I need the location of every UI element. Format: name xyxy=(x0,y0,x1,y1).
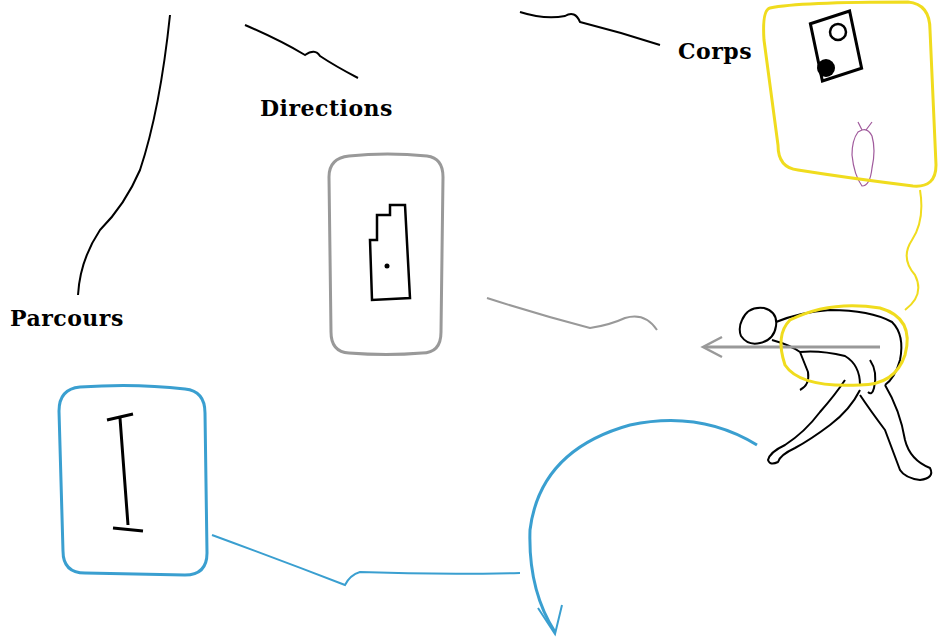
leader-line xyxy=(212,535,520,585)
card-border xyxy=(329,154,443,355)
leader-line xyxy=(905,190,921,310)
leader-line xyxy=(487,298,657,330)
card-outline xyxy=(758,0,938,190)
leader-line xyxy=(245,25,358,78)
leader-line xyxy=(78,15,170,295)
direction-arrow xyxy=(705,346,880,349)
direction-arrow-head xyxy=(703,337,722,357)
body-symbol-circle xyxy=(830,24,846,40)
card-outline xyxy=(327,152,447,357)
card-border xyxy=(59,385,207,575)
direction-dot xyxy=(385,264,390,269)
path-arc-head xyxy=(538,605,562,634)
path-arc xyxy=(530,421,757,633)
leader-line xyxy=(520,12,660,45)
card-outline xyxy=(55,383,210,578)
body-symbol-dot xyxy=(817,59,835,77)
body-sketch xyxy=(852,122,874,186)
body-highlight xyxy=(781,306,907,386)
symbol-card: Corps xyxy=(758,0,938,190)
symbol-card: Directions xyxy=(327,152,447,357)
direction-symbol xyxy=(370,205,410,300)
path-symbol xyxy=(107,414,143,531)
card-heading: Directions xyxy=(260,95,393,121)
symbol-card: Parcours xyxy=(55,383,210,578)
body-symbol xyxy=(810,10,863,81)
card-heading: Corps xyxy=(678,38,752,64)
card-heading: Parcours xyxy=(10,305,124,331)
card-border xyxy=(764,2,936,186)
walking-figure xyxy=(740,308,932,480)
